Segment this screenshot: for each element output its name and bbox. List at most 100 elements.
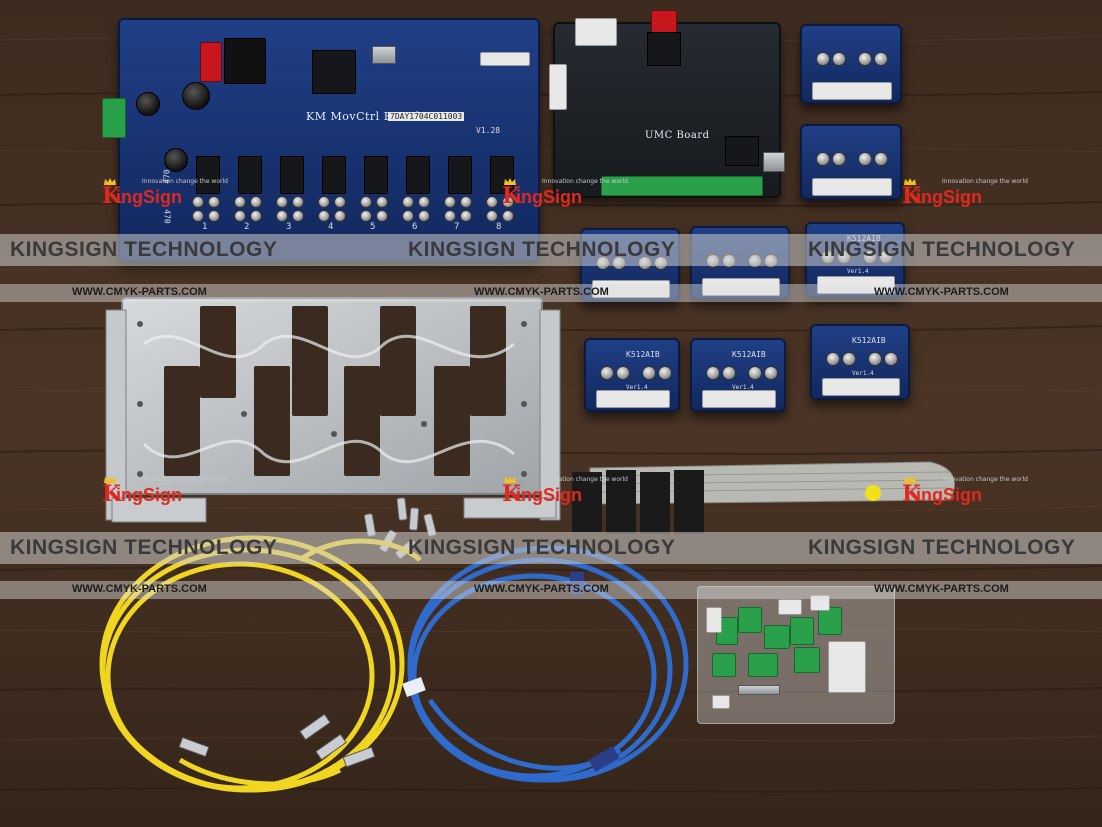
logo-text: ingSign (516, 485, 582, 505)
head-connector (817, 276, 895, 294)
capacitor (502, 196, 514, 208)
channel-number: 8 (496, 222, 502, 232)
capacitor (460, 196, 472, 208)
capacitor (318, 196, 330, 208)
logo-text: ingSign (116, 187, 182, 207)
capacitor (402, 196, 414, 208)
green-terminal-plug (738, 607, 762, 633)
capacitor (318, 210, 330, 222)
watermark-url-strip: WWW.CMYK-PARTS.COM WWW.CMYK-PARTS.COM WWW.… (0, 581, 1102, 599)
board-serial: 7DAY1704C011003 (388, 112, 465, 121)
capacitor (444, 196, 456, 208)
kingsign-logo: K ingSign Innovation change the world (902, 476, 1028, 507)
capacitor (334, 196, 346, 208)
logo-text: ingSign (916, 485, 982, 505)
green-terminal-plug (764, 625, 790, 649)
logo-tagline: Innovation change the world (942, 178, 1028, 185)
capacitor (234, 196, 246, 208)
crimp-pins (738, 685, 780, 695)
capacitor (334, 210, 346, 222)
channel-number: 4 (328, 222, 334, 232)
driver-chip (406, 156, 430, 194)
k512aib-head-board (800, 124, 902, 200)
km-movctrl-board: KM MovCtrl Board-8H V1.28 7DAY1704C01100… (102, 18, 540, 262)
crown-icon (504, 476, 516, 483)
head-connector (702, 390, 776, 408)
head-board-version: Ver1.4 (626, 384, 648, 391)
capacitor (764, 366, 778, 380)
head-connector (822, 378, 900, 396)
driver-channel: 2 (232, 146, 266, 232)
logo-mark: K (102, 183, 122, 209)
red-fiber-connector (200, 42, 222, 82)
watermark-url: WWW.CMYK-PARTS.COM (72, 583, 207, 595)
logo-tagline: Innovation change the world (542, 476, 628, 483)
capacitor (486, 210, 498, 222)
logo-mark: K (902, 481, 922, 507)
driver-channel: 7 (442, 146, 476, 232)
power-terminal (102, 98, 126, 138)
capacitor (832, 52, 846, 66)
watermark-url: WWW.CMYK-PARTS.COM (474, 286, 609, 298)
k512aib-head-board: K512AIB Ver1.4 (810, 324, 910, 400)
watermark-url: WWW.CMYK-PARTS.COM (874, 583, 1009, 595)
capacitor (208, 210, 220, 222)
green-terminal-plug (794, 647, 820, 673)
usb-port (763, 152, 785, 172)
channel-number: 2 (244, 222, 250, 232)
capacitor (192, 210, 204, 222)
channel-number: 1 (202, 222, 208, 232)
watermark-url: WWW.CMYK-PARTS.COM (874, 286, 1009, 298)
logo-mark: K (502, 481, 522, 507)
logo-tagline: Innovation change the world (942, 476, 1028, 483)
capacitor (360, 196, 372, 208)
watermark-url: WWW.CMYK-PARTS.COM (474, 583, 609, 595)
green-terminal-plug (748, 653, 778, 677)
capacitor (292, 210, 304, 222)
capacitor (868, 352, 882, 366)
capacitor (706, 366, 720, 380)
kingsign-logo: K ingSign Innovation change the world (902, 178, 1028, 209)
kingsign-logo: K ingSign Innovation change the world (102, 476, 228, 506)
crown-icon (104, 178, 116, 185)
crystal-oscillator (372, 46, 396, 64)
channel-number: 5 (370, 222, 376, 232)
logo-mark: K (902, 183, 922, 209)
logo-tagline: Innovation change the world (142, 476, 228, 483)
capacitor (234, 210, 246, 222)
capacitor (360, 210, 372, 222)
umc-processor-chip (725, 136, 759, 166)
capacitor (616, 366, 630, 380)
head-board-label: K512AIB (732, 350, 766, 359)
crown-icon (904, 178, 916, 185)
capacitor (858, 152, 872, 166)
aluminum-mounting-plate (105, 297, 561, 523)
capacitor (874, 152, 888, 166)
capacitor (502, 210, 514, 222)
crown-icon (904, 476, 916, 483)
capacitor (874, 52, 888, 66)
fiber-transceiver (224, 38, 266, 84)
capacitor (136, 92, 160, 116)
serial-sticker (480, 52, 530, 66)
capacitor (276, 196, 288, 208)
capacitor (486, 196, 498, 208)
watermark-url: WWW.CMYK-PARTS.COM (72, 286, 207, 298)
watermark-company: KINGSIGN TECHNOLOGY (808, 238, 1076, 261)
driver-channel: 5 (358, 146, 392, 232)
side-connector (549, 64, 567, 110)
watermark-url-strip: WWW.CMYK-PARTS.COM WWW.CMYK-PARTS.COM WWW.… (0, 284, 1102, 302)
capacitor (884, 352, 898, 366)
capacitor (832, 152, 846, 166)
driver-channel: 1 (190, 146, 224, 232)
k512aib-head-board (800, 24, 902, 104)
capacitor (816, 52, 830, 66)
kingsign-logo: K ingSign Innovation change the world (502, 476, 628, 507)
crown-icon (504, 178, 516, 185)
logo-text: ingSign (116, 485, 182, 505)
capacitor (842, 352, 856, 366)
head-connector (596, 390, 670, 408)
